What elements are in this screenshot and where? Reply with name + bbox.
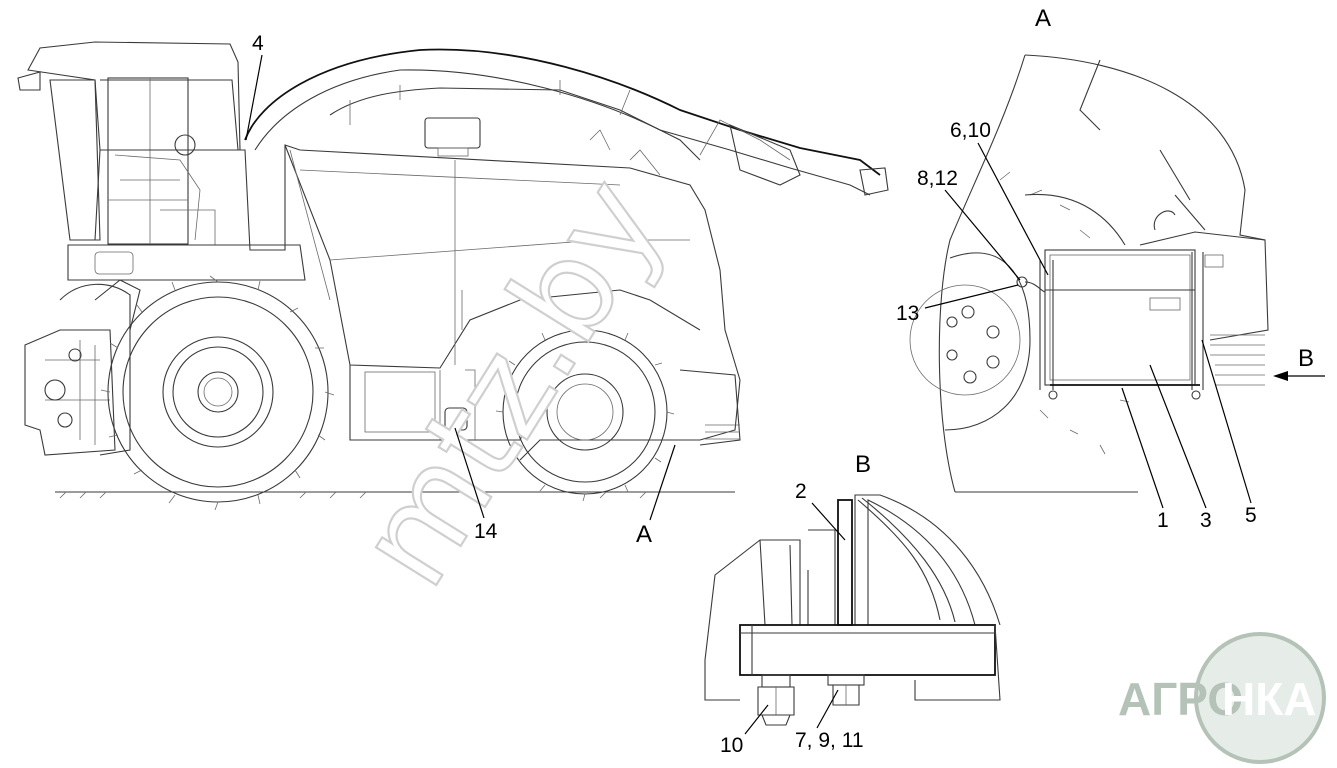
callout-4: 4 xyxy=(252,32,264,55)
callout-1: 1 xyxy=(1157,509,1169,532)
detail-view-a: A B 6,10 xyxy=(896,5,1325,532)
detail-b-title: B xyxy=(855,451,871,478)
front-wheel xyxy=(100,275,335,511)
rear-wheel xyxy=(495,324,675,502)
callout-13: 13 xyxy=(896,302,919,325)
harvester-side-view xyxy=(17,41,889,511)
detail-a-title: A xyxy=(1035,5,1051,32)
logo-text-right: НКА xyxy=(1222,673,1317,725)
logo-text-left: АГРО xyxy=(1118,673,1243,725)
section-marker-a: A xyxy=(636,521,652,548)
callout-14: 14 xyxy=(474,520,498,543)
callout-3: 3 xyxy=(1200,509,1212,532)
callout-5: 5 xyxy=(1245,504,1257,527)
callout-8-12: 8,12 xyxy=(917,167,958,190)
callout-6-10: 6,10 xyxy=(950,119,991,142)
view-arrow-b: B xyxy=(1298,345,1314,372)
callout-2: 2 xyxy=(795,480,807,503)
callout-7-9-11: 7, 9, 11 xyxy=(795,729,864,752)
detail-view-b: B 2 10 7, 9, 11 xyxy=(704,451,1001,757)
agronka-logo: АГРО НКА xyxy=(1118,632,1326,764)
callout-10: 10 xyxy=(720,734,743,757)
